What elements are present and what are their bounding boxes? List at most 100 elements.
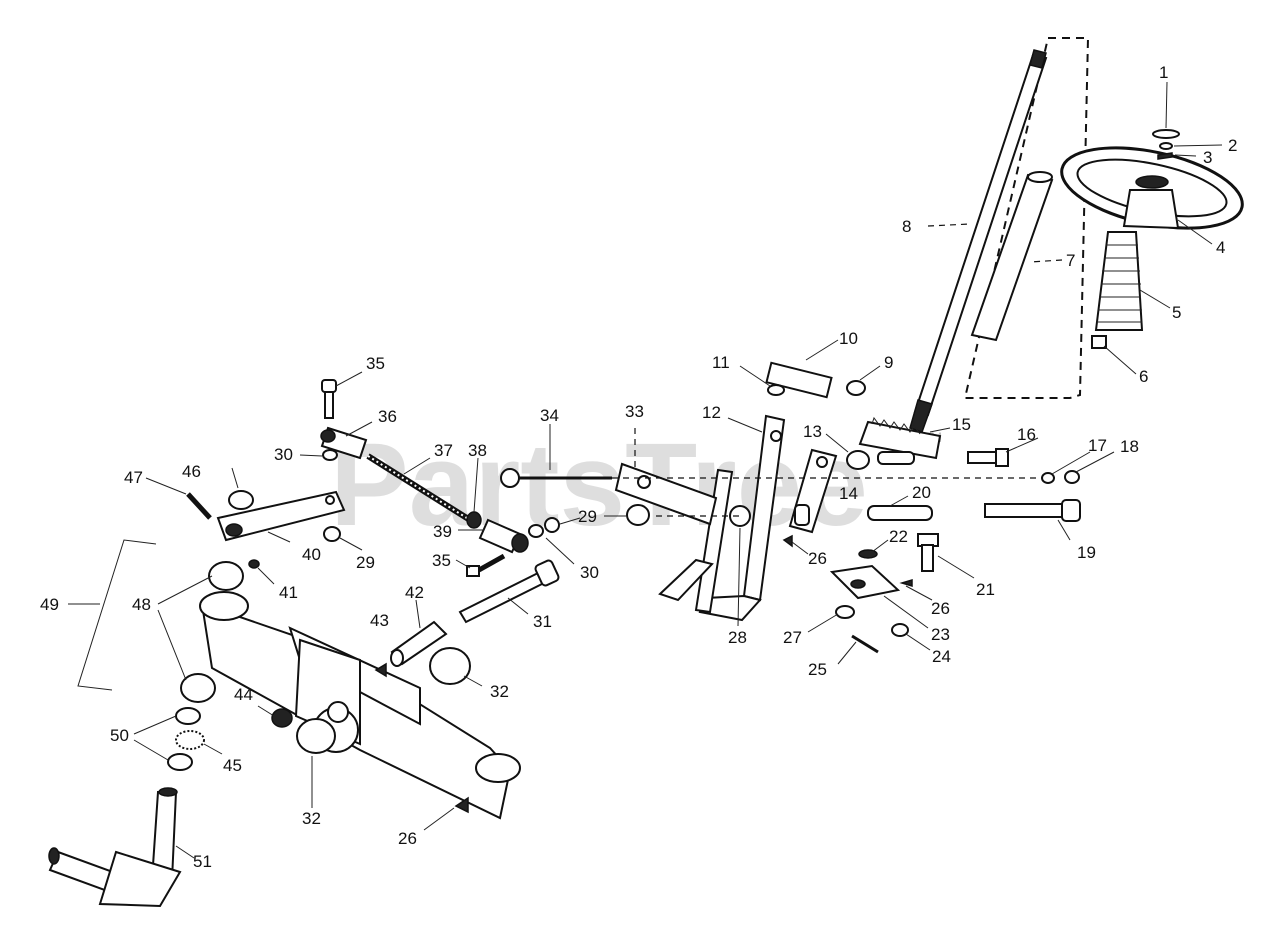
callout-38: 38 (468, 441, 487, 460)
washer-50a (175, 707, 201, 725)
callout-36: 36 (378, 407, 397, 426)
callout-5: 5 (1172, 303, 1181, 322)
bushing-39 (478, 518, 522, 554)
nut-29 (544, 517, 560, 533)
washer-30b (528, 524, 544, 538)
nut-38 (466, 511, 482, 529)
nut-24 (891, 623, 909, 637)
callout-26a: 26 (808, 549, 827, 568)
bushing-14 (877, 451, 915, 465)
callout-49: 49 (40, 595, 59, 614)
bushing-32a (429, 647, 471, 685)
callout-32a: 32 (490, 682, 509, 701)
leader-lines (68, 81, 1223, 859)
bolt-16 (967, 448, 1009, 467)
bushing-32b (296, 718, 336, 754)
callout-19: 19 (1077, 543, 1096, 562)
callout-labels: 1 2 3 4 5 6 7 8 9 10 11 12 13 14 15 16 1… (40, 63, 1237, 871)
washer-27 (835, 605, 855, 619)
nut-11 (767, 384, 785, 396)
callout-35a: 35 (366, 354, 385, 373)
callout-14: 14 (839, 484, 858, 503)
callout-40: 40 (302, 545, 321, 564)
spacer-29b (626, 504, 650, 526)
callout-18: 18 (1120, 437, 1139, 456)
callout-41: 41 (279, 583, 298, 602)
callout-10: 10 (839, 329, 858, 348)
tie-rod-34 (500, 468, 612, 488)
nut-18 (1064, 470, 1080, 484)
callout-28: 28 (728, 628, 747, 647)
callout-6: 6 (1139, 367, 1148, 386)
callout-48: 48 (132, 595, 151, 614)
callout-13: 13 (803, 422, 822, 441)
callout-51: 51 (193, 852, 212, 871)
bolt-21 (917, 533, 939, 572)
callout-43: 43 (370, 611, 389, 630)
callout-27: 27 (783, 628, 802, 647)
nut-46 (228, 490, 254, 510)
nut-44 (271, 708, 293, 728)
callout-21: 21 (976, 580, 995, 599)
callout-30b: 30 (580, 563, 599, 582)
bushing-48a (208, 561, 244, 591)
callout-32b: 32 (302, 809, 321, 828)
callout-31: 31 (533, 612, 552, 631)
bolt-47 (186, 492, 212, 520)
callout-20: 20 (912, 483, 931, 502)
callout-4: 4 (1216, 238, 1225, 257)
callout-46: 46 (182, 462, 201, 481)
bushing-13 (846, 450, 870, 470)
boot-bushing (1091, 335, 1107, 349)
washer-22 (858, 549, 878, 559)
nut-29b (323, 526, 341, 542)
callout-1: 1 (1159, 63, 1168, 82)
callout-23: 23 (931, 625, 950, 644)
callout-9: 9 (884, 353, 893, 372)
callout-26c: 26 (398, 829, 417, 848)
washer-30a (322, 449, 338, 461)
callout-33: 33 (625, 402, 644, 421)
callout-11: 11 (712, 353, 730, 372)
steering-wheel (1060, 146, 1244, 230)
group-bracket-49 (77, 539, 157, 691)
callout-25: 25 (808, 660, 827, 679)
callout-2: 2 (1228, 136, 1237, 155)
callout-29a: 29 (578, 507, 597, 526)
callout-34: 34 (540, 406, 559, 425)
callout-45: 45 (223, 756, 242, 775)
callout-26b: 26 (931, 599, 950, 618)
callout-47: 47 (124, 468, 143, 487)
steering-boot (1094, 231, 1144, 331)
steering-tube (970, 171, 1054, 342)
plate-10 (765, 361, 833, 399)
callout-29b: 29 (356, 553, 375, 572)
bolt-35-top (321, 379, 337, 419)
callout-16: 16 (1017, 425, 1036, 444)
callout-12: 12 (702, 403, 721, 422)
fitting-26c (454, 796, 469, 814)
nut-top (1159, 142, 1173, 150)
column-group-outline (963, 37, 1090, 399)
spindle-51 (48, 787, 182, 908)
callout-30a: 30 (274, 445, 293, 464)
link-40 (216, 490, 346, 542)
callout-7: 7 (1066, 251, 1075, 270)
bearing-45 (175, 730, 205, 750)
steering-shaft (909, 49, 1048, 433)
callout-44: 44 (234, 685, 253, 704)
gear-sector (858, 420, 942, 460)
fitting-43 (374, 662, 387, 678)
bolt-19 (984, 499, 1081, 522)
nut-17 (1041, 472, 1055, 484)
pivot-bracket (658, 414, 838, 622)
front-axle (199, 591, 521, 820)
callout-17: 17 (1088, 436, 1107, 455)
bushing-48b (180, 673, 216, 703)
callout-3: 3 (1203, 148, 1212, 167)
bolt-31 (458, 559, 560, 624)
callout-39: 39 (433, 522, 452, 541)
fitting-41 (248, 559, 260, 569)
callout-15: 15 (952, 415, 971, 434)
